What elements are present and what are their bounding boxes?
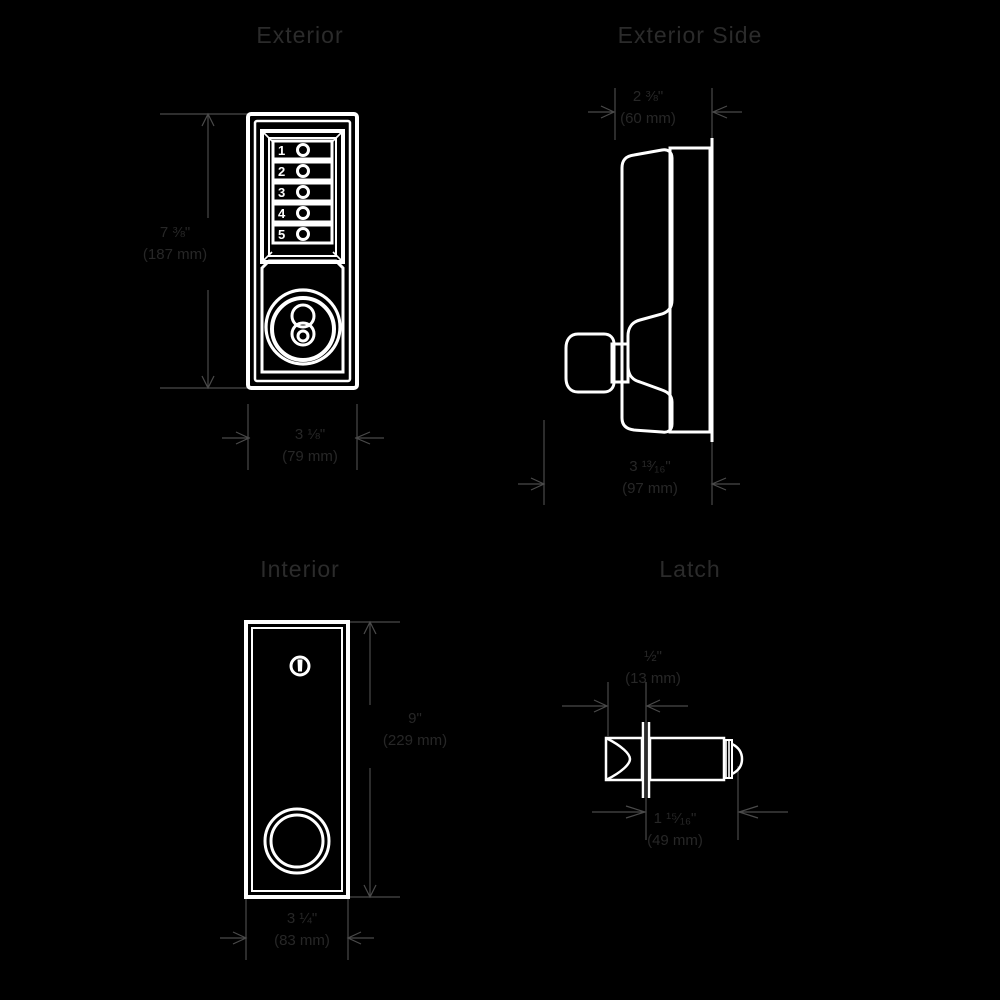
interior-cylinder-icon <box>289 655 311 677</box>
exterior-side-bottom-dimension: 3 ¹³⁄₁₆" (97 mm) <box>570 456 730 500</box>
latch-top-imperial: ½" <box>644 648 662 665</box>
exterior-side-lock-profile <box>564 138 714 442</box>
exterior-height-imperial: 7 ⅜" <box>159 224 191 241</box>
latch-top-dimension: ½" (13 mm) <box>588 646 718 690</box>
exterior-width-dimension: 3 ⅛" (79 mm) <box>240 424 380 468</box>
latch-bottom-imperial: 1 ¹⁵⁄₁₆" <box>653 810 697 827</box>
view-exterior: Exterior 7 ⅜" (187 mm) 3 ⅛" (79 mm) <box>0 0 500 520</box>
view-exterior-side: Exterior Side 2 ⅜" (60 mm) 3 ¹³⁄₁₆" (97 … <box>500 0 1000 540</box>
view-interior: Interior 9" (229 mm) 3 ¼" (83 mm) <box>0 540 500 1000</box>
exterior-height-dimension: 7 ⅜" (187 mm) <box>110 222 240 266</box>
interior-height-metric: (229 mm) <box>382 731 448 749</box>
view-latch: Latch ½" (13 mm) 1 ¹⁵⁄₁₆" (49 mm) <box>500 540 1000 1000</box>
exterior-side-bottom-metric: (97 mm) <box>622 479 678 497</box>
exterior-width-metric: (79 mm) <box>282 447 338 465</box>
latch-dimension-lines <box>562 682 788 840</box>
exterior-side-top-metric: (60 mm) <box>620 109 676 127</box>
exterior-drawing <box>160 112 384 470</box>
exterior-side-title: Exterior Side <box>617 22 763 48</box>
interior-width-metric: (83 mm) <box>274 931 330 949</box>
interior-title: Interior <box>260 556 340 582</box>
interior-dimension-lines <box>220 620 400 960</box>
exterior-keypad <box>271 139 334 245</box>
interior-width-dimension: 3 ¼" (83 mm) <box>232 908 372 952</box>
keypad-button-2[interactable]: 2 <box>278 164 286 179</box>
latch-bolt <box>604 722 744 798</box>
keypad-button-3[interactable]: 3 <box>278 185 286 200</box>
exterior-side-drawing <box>518 88 742 505</box>
interior-width-imperial: 3 ¼" <box>286 910 318 927</box>
keypad-button-4[interactable]: 4 <box>278 206 286 221</box>
interior-height-imperial: 9" <box>408 710 422 727</box>
interior-drawing <box>220 620 400 960</box>
latch-bottom-dimension: 1 ¹⁵⁄₁₆" (49 mm) <box>610 808 740 852</box>
exterior-height-metric: (187 mm) <box>142 245 208 263</box>
latch-drawing <box>562 682 788 840</box>
exterior-side-top-dimension: 2 ⅜" (60 mm) <box>578 86 718 130</box>
interior-lock-body <box>244 620 350 899</box>
latch-title: Latch <box>659 556 721 582</box>
keypad-button-5[interactable]: 5 <box>278 227 286 242</box>
latch-bottom-metric: (49 mm) <box>647 831 703 849</box>
latch-top-metric: (13 mm) <box>625 669 681 687</box>
exterior-lock-body <box>246 112 359 390</box>
exterior-side-bottom-imperial: 3 ¹³⁄₁₆" <box>629 458 671 475</box>
exterior-title: Exterior <box>256 22 344 48</box>
keypad-button-1[interactable]: 1 <box>278 143 286 158</box>
exterior-dimension-lines <box>160 112 384 470</box>
exterior-side-top-imperial: 2 ⅜" <box>632 88 664 105</box>
interior-height-dimension: 9" (229 mm) <box>350 708 480 752</box>
exterior-side-dimension-lines <box>518 88 742 505</box>
exterior-width-imperial: 3 ⅛" <box>294 426 326 443</box>
